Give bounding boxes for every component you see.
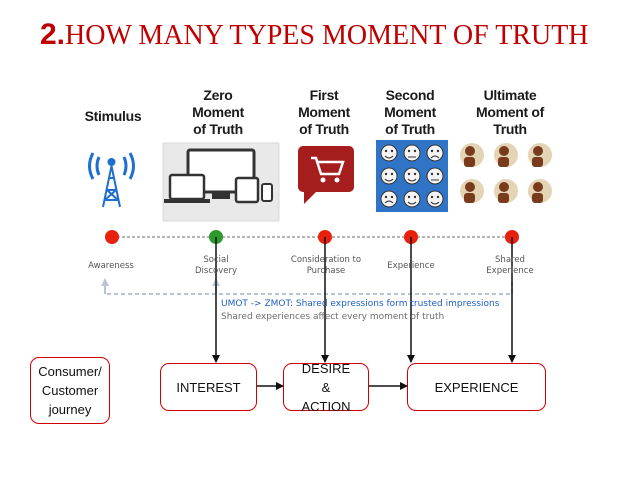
- devices-icon: [162, 142, 280, 222]
- header-stimulus: Stimulus: [84, 108, 142, 124]
- stage-label-social-discovery: Social Discovery: [195, 255, 237, 276]
- title-text: HOW MANY TYPES MOMENT OF TRUTH: [65, 20, 589, 51]
- stage-label-awareness: Awareness: [88, 261, 134, 271]
- journey-step-desire-action: DESIRE & ACTION: [283, 361, 369, 414]
- feedback-loop-arrows: [101, 278, 513, 295]
- broadcast-tower-icon: [88, 152, 135, 208]
- header-zmot: Zero Moment of Truth: [192, 87, 244, 137]
- journey-step-interest: INTEREST: [160, 363, 257, 411]
- header-fmot: First Moment of Truth: [298, 87, 350, 137]
- people-sharing-icon: [460, 143, 552, 203]
- header-smot: Second Moment of Truth: [384, 87, 436, 137]
- journey-step-experience: EXPERIENCE: [407, 363, 546, 411]
- title-number: 2.: [40, 18, 66, 51]
- stage-dot-awareness: [105, 230, 119, 244]
- stage-label-consideration: Consideration to Purchase: [290, 255, 362, 276]
- shopping-cart-icon: [298, 146, 354, 204]
- note-umot-zmot: UMOT -> ZMOT: Shared expressions form tr…: [221, 299, 500, 309]
- emoji-faces-icon: [376, 140, 448, 212]
- journey-label-box: Consumer/ Customer journey: [30, 357, 110, 424]
- stage-label-experience: Experience: [387, 261, 435, 271]
- header-umot: Ultimate Moment of Truth: [475, 87, 545, 137]
- stage-label-shared-experience: Shared Experience: [486, 255, 534, 276]
- slide-title: 2.HOW MANY TYPES MOMENT OF TRUTH: [40, 18, 589, 52]
- stage-connectors: [212, 237, 516, 363]
- note-shared-experiences: Shared experiences affect every moment o…: [221, 312, 445, 322]
